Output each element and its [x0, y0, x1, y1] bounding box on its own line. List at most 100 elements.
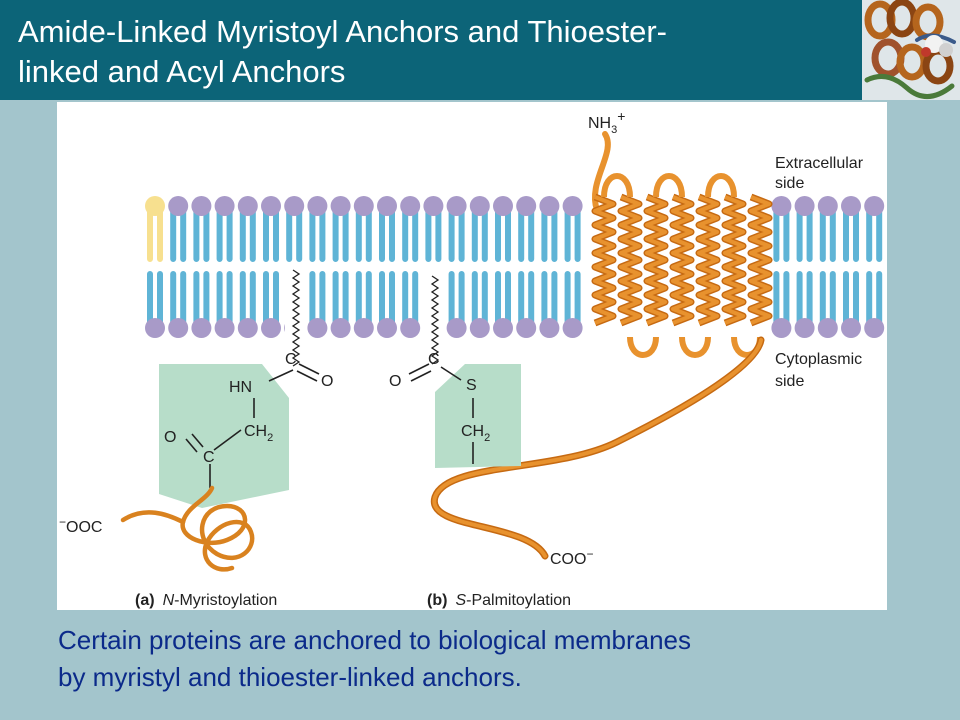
upper-lipid-head: [400, 196, 421, 216]
protein-ribbon-thumbnail: [862, 0, 960, 100]
upper-lipid-head: [539, 196, 560, 216]
chem-a-hn: HN: [229, 379, 252, 396]
upper-lipid-tails: [796, 207, 813, 262]
panel-a-caption: (a)N-Myristoylation: [135, 592, 277, 609]
upper-lipid-tails: [843, 207, 859, 262]
cytoplasmic-label-2: side: [775, 373, 804, 390]
upper-lipid-tails: [495, 207, 511, 262]
upper-lipid-tails: [402, 207, 419, 262]
upper-lipid-tails: [425, 207, 442, 262]
upper-lipid-head: [817, 196, 838, 216]
lower-lipid-tails: [866, 271, 883, 325]
upper-lipid-head: [771, 196, 792, 216]
slide-title: Amide-Linked Myristoyl Anchors and Thioe…: [18, 12, 848, 92]
lower-lipid-head: [307, 318, 328, 338]
lower-lipid-tails: [332, 271, 349, 325]
cytoplasmic-label-1: Cytoplasmic: [775, 351, 862, 368]
myristoyl-insertion-gap: [285, 262, 307, 342]
upper-lipid-tails: [263, 207, 279, 262]
upper-lipid-tails: [332, 207, 349, 262]
lipid-bilayer: [145, 196, 908, 347]
upper-lipid-tails: [286, 207, 303, 262]
lower-lipid-tails: [379, 271, 395, 325]
membrane-diagram: C O HN CH2 O C −OOC C O S CH2 NH3+ Extra…: [57, 102, 908, 610]
upper-lipid-head: [330, 196, 351, 216]
extracellular-label-1: Extracellular: [775, 155, 864, 172]
myristoyl-anchor-box: [159, 364, 289, 508]
upper-lipid-head: [377, 196, 397, 216]
chem-a-c-mid: C: [203, 449, 215, 466]
chem-b-s: S: [466, 377, 477, 394]
lower-lipid-head: [353, 318, 374, 338]
upper-lipid-tails: [518, 207, 535, 262]
lower-lipid-head: [214, 318, 235, 338]
palmitoyl-chain: [430, 275, 440, 365]
upper-lipid-tails: [355, 207, 372, 262]
upper-lipid-head: [214, 196, 235, 216]
chem-b-c: C: [428, 351, 440, 368]
upper-lipid-tails: [147, 207, 163, 262]
helix-loop: [627, 336, 659, 358]
lower-lipid-tails: [193, 271, 210, 325]
c-terminus-a: −OOC: [59, 515, 102, 536]
upper-lipid-head: [469, 196, 490, 216]
upper-lipid-tails: [773, 207, 790, 262]
lower-lipid-tails: [495, 271, 511, 325]
lower-lipid-head: [446, 318, 467, 338]
lower-lipid-tails: [564, 271, 581, 325]
extracellular-label-2: side: [775, 175, 804, 192]
upper-lipid-tails: [216, 207, 233, 262]
lower-lipid-head: [516, 318, 537, 338]
helix-loop: [679, 336, 711, 358]
lower-lipid-tails: [216, 271, 233, 325]
upper-lipid-head: [191, 196, 212, 216]
upper-lipid-head: [168, 196, 189, 216]
chem-a-c-top: C: [285, 351, 297, 368]
upper-lipid-tails: [239, 207, 256, 262]
transmembrane-protein: [431, 131, 773, 560]
caption-line-2: by myristyl and thioester-linked anchors…: [58, 662, 522, 692]
lower-lipid-head: [330, 318, 351, 338]
upper-lipid-tails: [309, 207, 326, 262]
helix-loop: [653, 173, 685, 198]
upper-lipid-head: [516, 196, 537, 216]
c-terminus-b: COO−: [550, 547, 593, 568]
upper-lipid-head: [841, 196, 861, 216]
upper-lipid-tails: [564, 207, 581, 262]
slide-caption: Certain proteins are anchored to biologi…: [58, 622, 938, 696]
lower-lipid-head: [400, 318, 421, 338]
panel-b-caption: (b)S-Palmitoylation: [427, 592, 571, 609]
lower-lipid-tails: [471, 271, 488, 325]
upper-lipid-head: [562, 196, 583, 216]
lower-lipid-tails: [448, 271, 465, 325]
lower-lipid-tails: [843, 271, 859, 325]
lower-lipid-head: [469, 318, 490, 338]
lower-lipid-head: [191, 318, 212, 338]
upper-lipid-tails: [819, 207, 836, 262]
chem-a-o-top: O: [321, 373, 333, 390]
upper-lipid-tails: [448, 207, 465, 262]
helix-loop: [705, 173, 737, 198]
chem-a-o-mid: O: [164, 429, 176, 446]
upper-lipid-head: [864, 196, 885, 216]
upper-lipid-head: [237, 196, 258, 216]
lower-lipid-head: [771, 318, 792, 338]
lower-lipid-head: [377, 318, 397, 338]
chem-b-ch2: CH2: [461, 423, 490, 444]
lower-lipid-head: [168, 318, 189, 338]
upper-lipid-head: [353, 196, 374, 216]
lower-lipid-tails: [147, 271, 163, 325]
upper-lipid-head: [493, 196, 513, 216]
lower-lipid-head: [841, 318, 861, 338]
lower-lipid-tails: [518, 271, 535, 325]
n-terminus-label: NH3+: [588, 108, 625, 136]
upper-lipid-head: [307, 196, 328, 216]
lower-lipid-head: [864, 318, 885, 338]
lower-lipid-head: [539, 318, 560, 338]
upper-lipid-head: [145, 196, 165, 216]
upper-lipid-tails: [170, 207, 187, 262]
n-terminal-tail: [592, 131, 611, 213]
lower-lipid-head: [817, 318, 838, 338]
upper-lipid-tails: [541, 207, 558, 262]
chem-b-o: O: [389, 373, 401, 390]
